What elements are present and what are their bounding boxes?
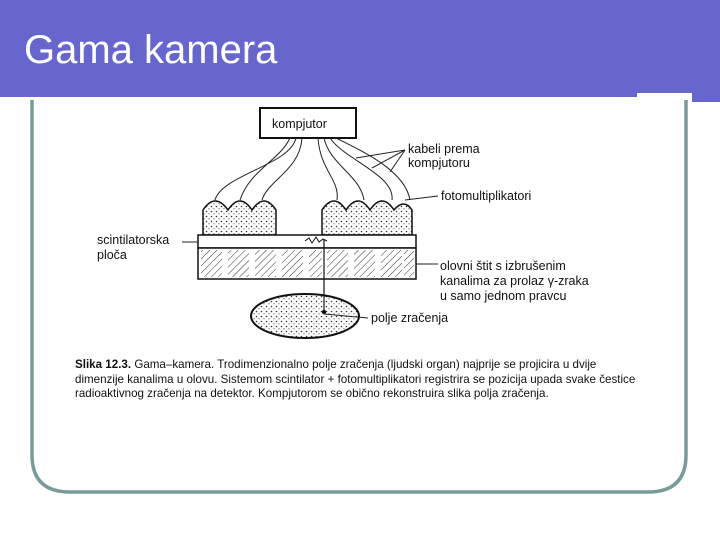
scintillator-label-2: ploča xyxy=(97,248,127,262)
corner-accent xyxy=(692,12,720,102)
photomultipliers xyxy=(202,200,413,236)
photomultipliers-label: fotomultiplikatori xyxy=(441,189,531,203)
title-underline xyxy=(0,93,637,97)
figure-reference: Slika 12.3. xyxy=(75,358,132,371)
radiation-field xyxy=(250,293,360,339)
cables xyxy=(214,137,411,201)
computer-label: kompjutor xyxy=(272,117,327,131)
lead-label-2: kanalima za prolaz γ-zraka xyxy=(440,274,589,288)
cables-label-2: kompjutoru xyxy=(408,156,470,170)
title-bar xyxy=(0,0,720,93)
caption-text: Gama–kamera. Trodimenzionalno polje zrač… xyxy=(75,358,636,400)
emission-point xyxy=(321,309,327,315)
lead-label-3: u samo jednom pravcu xyxy=(440,289,567,303)
lead-collimator xyxy=(197,247,417,280)
computer-box: kompjutor xyxy=(259,107,357,139)
cable-pointer-lines xyxy=(355,149,406,173)
figure-caption: Slika 12.3. Gama–kamera. Trodimenzionaln… xyxy=(75,358,645,402)
radiation-field-label: polje zračenja xyxy=(371,311,448,325)
scintillator-plate xyxy=(197,234,417,249)
cables-label-1: kabeli prema xyxy=(408,142,480,156)
slide-title: Gama kamera xyxy=(24,28,278,72)
lead-label-1: olovni štit s izbrušenim xyxy=(440,259,566,273)
scintillation-flash xyxy=(304,236,328,244)
scintillator-label-1: scintilatorska xyxy=(97,233,169,247)
pmt-pointer xyxy=(404,195,439,201)
field-pointer xyxy=(323,313,369,319)
